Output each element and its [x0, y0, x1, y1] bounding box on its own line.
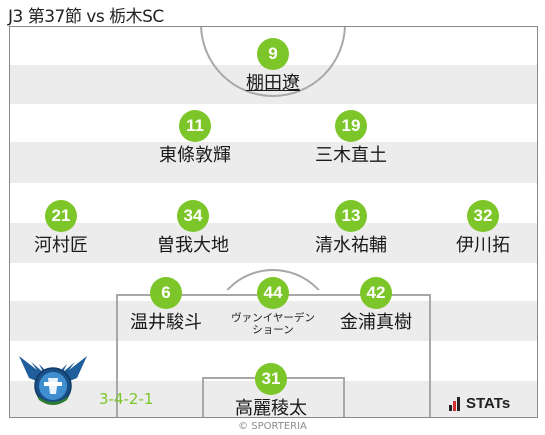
player-name: 東條敦輝 [159, 145, 231, 166]
pitch-stripe [10, 223, 537, 263]
player-number: 44 [257, 277, 289, 309]
player-name: 温井駿斗 [130, 312, 202, 333]
player-number: 21 [45, 200, 77, 232]
stats-logo-text: STATs [466, 395, 511, 412]
stats-bars-icon [449, 396, 461, 411]
player-name: 三木直土 [315, 145, 387, 166]
player-name: 伊川拓 [456, 235, 510, 256]
stats-logo: STATs [449, 395, 510, 412]
player-name: 金浦真樹 [340, 312, 412, 333]
player-6[interactable]: 6 温井駿斗 [106, 277, 226, 333]
player-11[interactable]: 11 東條敦輝 [135, 110, 255, 166]
copyright: © SPORTERIA [238, 421, 307, 432]
player-19[interactable]: 19 三木直土 [291, 110, 411, 166]
player-number: 13 [335, 200, 367, 232]
player-34[interactable]: 34 曽我大地 [133, 200, 253, 256]
player-number: 19 [335, 110, 367, 142]
pitch [9, 26, 538, 418]
pitch-stripe [10, 142, 537, 183]
player-number: 31 [255, 363, 287, 395]
player-31[interactable]: 31 高麗稜太 [211, 363, 331, 419]
player-number: 9 [257, 38, 289, 70]
player-32[interactable]: 32 伊川拓 [423, 200, 543, 256]
player-name: 棚田遼 [246, 73, 300, 94]
player-number: 34 [177, 200, 209, 232]
player-name: 高麗稜太 [235, 398, 307, 419]
club-emblem-icon [19, 356, 87, 405]
formation-label: 3-4-2-1 [99, 390, 154, 408]
player-name: ヴァンイヤーデン ショーン [231, 312, 315, 336]
player-number: 11 [179, 110, 211, 142]
player-21[interactable]: 21 河村匠 [1, 200, 121, 256]
player-42[interactable]: 42 金浦真樹 [316, 277, 436, 333]
player-9[interactable]: 9 棚田遼 [213, 38, 333, 94]
pitch-stripe [10, 183, 537, 223]
pitch-stripe [10, 104, 537, 142]
player-number: 42 [360, 277, 392, 309]
player-44[interactable]: 44 ヴァンイヤーデン ショーン [213, 277, 333, 336]
match-title: J3 第37節 vs 栃木SC [8, 7, 164, 27]
player-name: 河村匠 [34, 235, 88, 256]
player-name: 曽我大地 [157, 235, 229, 256]
player-name: 清水祐輔 [315, 235, 387, 256]
player-number: 6 [150, 277, 182, 309]
player-13[interactable]: 13 清水祐輔 [291, 200, 411, 256]
player-number: 32 [467, 200, 499, 232]
